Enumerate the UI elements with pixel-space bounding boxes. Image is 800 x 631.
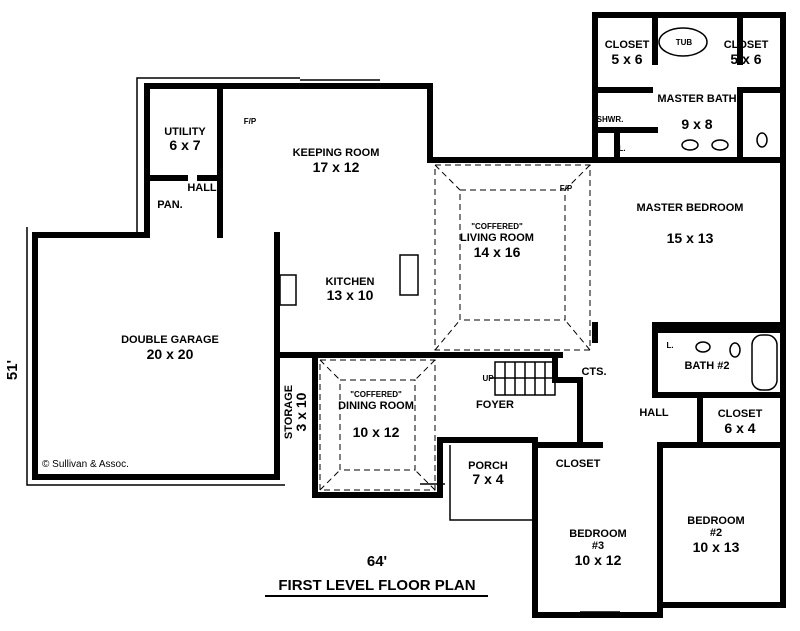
closet-right-size: 5 x 6 (730, 51, 761, 67)
dining-room-note: "COFFERED" (350, 390, 402, 399)
foyer-label: FOYER (476, 399, 514, 411)
bedroom-2-num: #2 (710, 527, 722, 539)
room-labels: CLOSET 5 x 6 TUB CLOSET 5 x 6 MASTER BAT… (121, 38, 768, 568)
hall-small-label: HALL (187, 182, 217, 194)
shower-label: SHWR. (597, 115, 624, 124)
tub-label: TUB (676, 38, 693, 47)
bedroom-3-size: 10 x 12 (575, 552, 622, 568)
bathtub-icon (751, 334, 778, 391)
closet-6x4-size: 6 x 4 (724, 420, 755, 436)
double-garage-label: DOUBLE GARAGE (121, 334, 219, 346)
living-room-note: "COFFERED" (471, 222, 523, 231)
closet-left-size: 5 x 6 (611, 51, 642, 67)
coffered-ceilings (319, 164, 591, 491)
hall-label: HALL (639, 407, 669, 419)
bath-2-label: BATH #2 (684, 360, 729, 372)
depth-dimension: 51' (4, 360, 21, 380)
walls (26, 12, 786, 618)
bedroom-2-label: BEDROOM (687, 515, 744, 527)
dining-room-size: 10 x 12 (353, 424, 400, 440)
plan-title: FIRST LEVEL FLOOR PLAN (278, 577, 475, 594)
master-bedroom-size: 15 x 13 (667, 230, 714, 246)
sink-icon (711, 139, 729, 151)
master-bath-label: MASTER BATH (657, 93, 736, 105)
master-bath-size: 9 x 8 (681, 116, 712, 132)
sink-icon (695, 341, 711, 353)
kitchen-size: 13 x 10 (327, 287, 374, 303)
copyright: © Sullivan & Assoc. (42, 459, 129, 470)
cts-label: CTS. (581, 366, 606, 378)
stove-icon (399, 254, 419, 296)
pantry-label: PAN. (157, 199, 182, 211)
sink-icon (681, 139, 699, 151)
closet-left-label: CLOSET (605, 39, 650, 51)
porch-label: PORCH (468, 460, 508, 472)
fireplace-keeping-label: F/P (244, 117, 257, 126)
closet-bed3-label: CLOSET (556, 458, 601, 470)
fixtures (279, 27, 778, 391)
storage-label: STORAGE (283, 385, 295, 439)
master-bedroom-label: MASTER BEDROOM (637, 202, 744, 214)
bedroom-2-size: 10 x 13 (693, 539, 740, 555)
bedroom-3-num: #3 (592, 540, 604, 552)
width-dimension: 64' (367, 553, 387, 570)
utility-size: 6 x 7 (169, 137, 200, 153)
closet-6x4-label: CLOSET (718, 408, 763, 420)
living-room-size: 14 x 16 (474, 244, 521, 260)
bedroom-3-label: BEDROOM (569, 528, 626, 540)
double-garage-size: 20 x 20 (147, 346, 194, 362)
living-room-label: LIVING ROOM (460, 232, 534, 244)
linen-master-label: L. (618, 144, 625, 153)
porch-size: 7 x 4 (472, 471, 503, 487)
tub-icon (658, 27, 708, 57)
stairs (490, 361, 560, 396)
utility-label: UTILITY (164, 126, 206, 138)
fireplace-living-label: F/P (560, 184, 573, 193)
storage-size: 3 x 10 (293, 392, 309, 431)
stairs-up-label: UP (482, 374, 494, 383)
closet-right-label: CLOSET (724, 39, 769, 51)
keeping-room-size: 17 x 12 (313, 159, 360, 175)
toilet-icon (756, 132, 768, 148)
linen-bath2-label: L. (666, 341, 673, 350)
dining-room-label: DINING ROOM (338, 400, 414, 412)
keeping-room-label: KEEPING ROOM (293, 147, 380, 159)
toilet-icon (729, 342, 741, 358)
kitchen-label: KITCHEN (326, 276, 375, 288)
kitchen-sink-icon (279, 274, 297, 306)
